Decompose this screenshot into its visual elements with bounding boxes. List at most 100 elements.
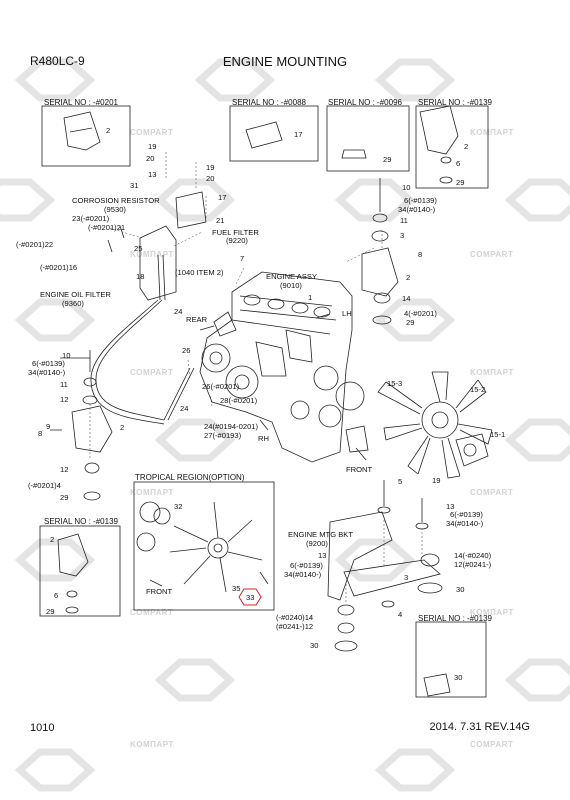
revision-date: 2014. 7.31 REV.14G bbox=[429, 721, 530, 733]
part-callout: (-#0240)14 bbox=[276, 613, 314, 622]
part-callout: 34(#0140-) bbox=[28, 368, 66, 377]
part-callout: 6(-#0139) bbox=[32, 359, 65, 368]
inset-title-serial-0088: SERIAL NO : -#0088 bbox=[232, 98, 306, 107]
part-callout: 6(-#0139) bbox=[290, 561, 323, 570]
inset-title-serial-0096: SERIAL NO : -#0096 bbox=[328, 98, 402, 107]
part-callout: 11 bbox=[60, 380, 68, 389]
part-callout: 19 bbox=[206, 163, 215, 172]
part-callout: 8 bbox=[418, 250, 423, 259]
part-callout: 20 bbox=[206, 174, 215, 183]
part-callout-highlighted: 33 bbox=[246, 593, 255, 602]
part-callout: 18 bbox=[136, 272, 145, 281]
part-callout: 3 bbox=[404, 573, 409, 582]
engine-assy-code: (9010) bbox=[280, 281, 302, 290]
part-callout: 14(-#0240) bbox=[454, 551, 492, 560]
part-callout: (-#0201)4 bbox=[28, 481, 61, 490]
part-callout: 29 bbox=[60, 493, 69, 502]
part-callout: 31 bbox=[130, 181, 139, 190]
part-callout: 12 bbox=[60, 395, 69, 404]
part-callout: 2 bbox=[106, 126, 111, 135]
part-callout: 32 bbox=[174, 502, 183, 511]
part-callout: 24(#0194-0201) bbox=[204, 422, 259, 431]
part-callout: 12 bbox=[60, 465, 69, 474]
part-callout: 2 bbox=[464, 142, 469, 151]
page-title: ENGINE MOUNTING bbox=[222, 54, 348, 69]
fuel-filter-label: FUEL FILTER bbox=[212, 228, 259, 237]
direction-rh: RH bbox=[258, 434, 269, 443]
part-callout: 12(#0241-) bbox=[454, 560, 492, 569]
part-callout: 30 bbox=[454, 673, 463, 682]
part-callout: (#0241-)12 bbox=[276, 622, 314, 631]
corrosion-resistor-label: CORROSION RESISTOR bbox=[72, 196, 160, 205]
part-callout: 7 bbox=[240, 254, 245, 263]
part-callout: 24 bbox=[174, 307, 183, 316]
part-callout: 6(-#0139) bbox=[404, 196, 437, 205]
part-callout: 2 bbox=[50, 535, 55, 544]
inset-title-tropical: TROPICAL REGION(OPTION) bbox=[135, 473, 245, 482]
model-number: R480LC-9 bbox=[30, 54, 85, 68]
part-callout: 10 bbox=[402, 183, 411, 192]
part-callout: 21 bbox=[216, 216, 225, 225]
inset-title-serial-0201: SERIAL NO : -#0201 bbox=[44, 98, 118, 107]
part-callout: 29 bbox=[383, 155, 392, 164]
part-callout: 13 bbox=[446, 502, 455, 511]
part-callout: 17 bbox=[218, 193, 227, 202]
direction-front-tropical: FRONT bbox=[146, 587, 173, 596]
part-callout: 17 bbox=[294, 130, 303, 139]
part-callout: 2 bbox=[406, 273, 411, 282]
part-callout: 6 bbox=[456, 159, 461, 168]
part-callout: 29 bbox=[406, 318, 415, 327]
part-callout: (-#0201)21 bbox=[88, 223, 126, 232]
direction-rear: REAR bbox=[186, 315, 208, 324]
part-callout: 23(-#0201) bbox=[72, 214, 110, 223]
engine-mtg-bkt-code: (9200) bbox=[306, 539, 328, 548]
part-callout: 10 bbox=[62, 351, 71, 360]
part-callout: 34(#0140-) bbox=[284, 570, 322, 579]
part-callout: (-#0201)22 bbox=[16, 240, 54, 249]
part-callout: 13 bbox=[148, 170, 157, 179]
engine-assy-label: ENGINE ASSY bbox=[266, 272, 318, 281]
part-callout: 19 bbox=[148, 142, 157, 151]
part-callout: 15-3 bbox=[387, 379, 403, 388]
part-callout: 30 bbox=[310, 641, 319, 650]
part-callout: 4 bbox=[398, 610, 403, 619]
inset-title-serial-0139-top: SERIAL NO : -#0139 bbox=[418, 98, 492, 107]
part-callout: 27(-#0193) bbox=[204, 431, 242, 440]
part-callout: 34(#0140-) bbox=[446, 519, 484, 528]
part-callout: (1040 ITEM 2) bbox=[175, 268, 224, 277]
part-callout: 9 bbox=[46, 422, 51, 431]
part-callout: 35 bbox=[232, 584, 241, 593]
corrosion-resistor-code: (9530) bbox=[104, 205, 126, 214]
part-callout: 30 bbox=[456, 585, 465, 594]
page-number: 1010 bbox=[30, 722, 55, 734]
inset-title-serial-0139-right: SERIAL NO : -#0139 bbox=[418, 614, 492, 623]
part-callout: 6(-#0139) bbox=[450, 510, 483, 519]
part-callout: 15-1 bbox=[490, 430, 506, 439]
part-callout: 29 bbox=[456, 178, 465, 187]
engine-mtg-bkt-label: ENGINE MTG BKT bbox=[288, 530, 353, 539]
part-callout: 26 bbox=[182, 346, 191, 355]
part-callout: 15-2 bbox=[470, 385, 486, 394]
part-callout: 3 bbox=[400, 231, 405, 240]
part-callout: 13 bbox=[318, 551, 327, 560]
oil-filter-label: ENGINE OIL FILTER bbox=[40, 290, 111, 299]
part-callout: 14 bbox=[402, 294, 411, 303]
part-callout: 5 bbox=[398, 477, 403, 486]
part-callout: 2 bbox=[120, 423, 125, 432]
part-callout: 28(-#0201) bbox=[220, 396, 258, 405]
part-callout: 20 bbox=[146, 154, 155, 163]
part-callout: 24 bbox=[180, 404, 189, 413]
oil-filter-code: (9360) bbox=[62, 299, 84, 308]
fuel-filter-code: (9220) bbox=[226, 236, 248, 245]
direction-front: FRONT bbox=[346, 465, 373, 474]
part-callout: 26(-#0201) bbox=[202, 382, 240, 391]
direction-lh: LH bbox=[342, 309, 352, 318]
part-callout: 19 bbox=[432, 476, 441, 485]
part-callout: 4(-#0201) bbox=[404, 309, 437, 318]
part-callout: 1 bbox=[308, 293, 313, 302]
part-callout: 29 bbox=[46, 607, 55, 616]
part-callout: 6 bbox=[54, 591, 59, 600]
part-callout: 8 bbox=[38, 429, 43, 438]
